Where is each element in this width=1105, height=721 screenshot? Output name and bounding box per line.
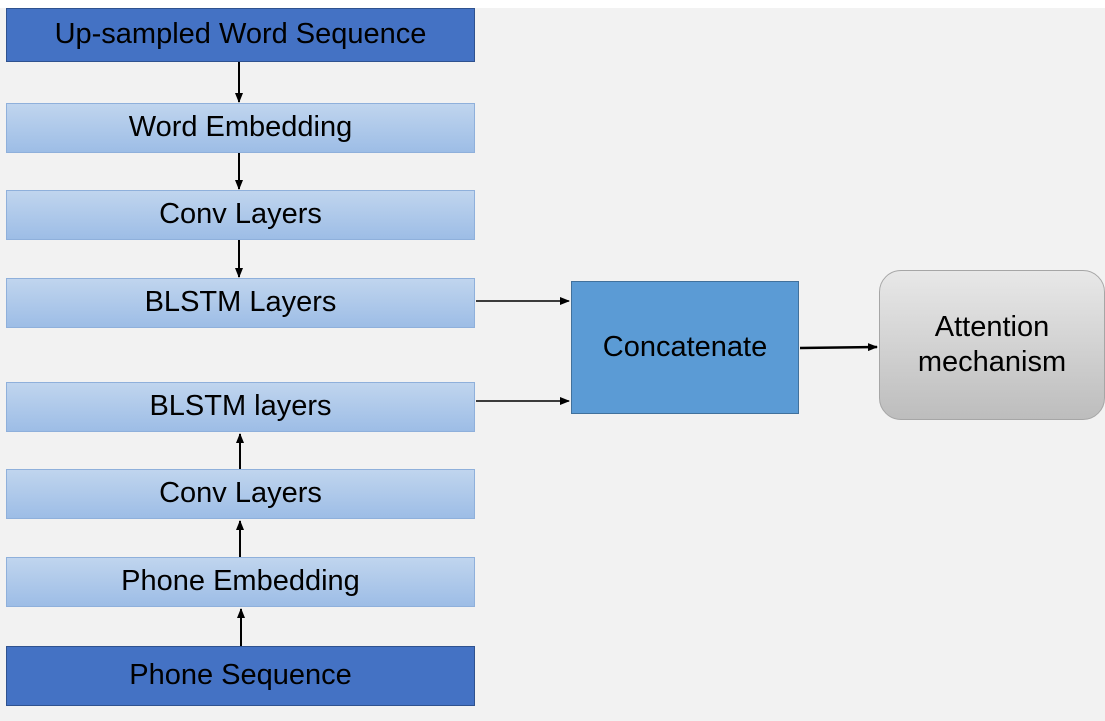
- word-embedding-label: Word Embedding: [128, 111, 353, 144]
- blstm-layers-bottom-label: BLSTM layers: [149, 390, 332, 423]
- phone-embedding-node: Phone Embedding: [6, 557, 475, 607]
- edge-concatenate-to-attention: [799, 343, 878, 352]
- blstm-layers-top-node: BLSTM Layers: [6, 278, 475, 328]
- upsampled-word-sequence-node: Up-sampled Word Sequence: [6, 8, 475, 62]
- conv-layers-top-label: Conv Layers: [159, 198, 322, 231]
- conv-layers-bottom-label: Conv Layers: [159, 477, 322, 510]
- blstm-layers-bottom-node: BLSTM layers: [6, 382, 475, 432]
- concatenate-node: Concatenate: [571, 281, 799, 414]
- word-embedding-node: Word Embedding: [6, 103, 475, 153]
- conv-layers-top-node: Conv Layers: [6, 190, 475, 240]
- phone-embedding-label: Phone Embedding: [121, 565, 360, 598]
- blstm-layers-top-label: BLSTM Layers: [144, 286, 337, 319]
- attention-mechanism-node: Attention mechanism: [879, 270, 1105, 420]
- attention-mechanism-label: Attention mechanism: [917, 310, 1067, 378]
- conv-layers-bottom-node: Conv Layers: [6, 469, 475, 519]
- phone-sequence-node: Phone Sequence: [6, 646, 475, 706]
- upsampled-word-sequence-label: Up-sampled Word Sequence: [54, 18, 427, 51]
- concatenate-label: Concatenate: [602, 330, 768, 363]
- phone-sequence-label: Phone Sequence: [129, 659, 352, 692]
